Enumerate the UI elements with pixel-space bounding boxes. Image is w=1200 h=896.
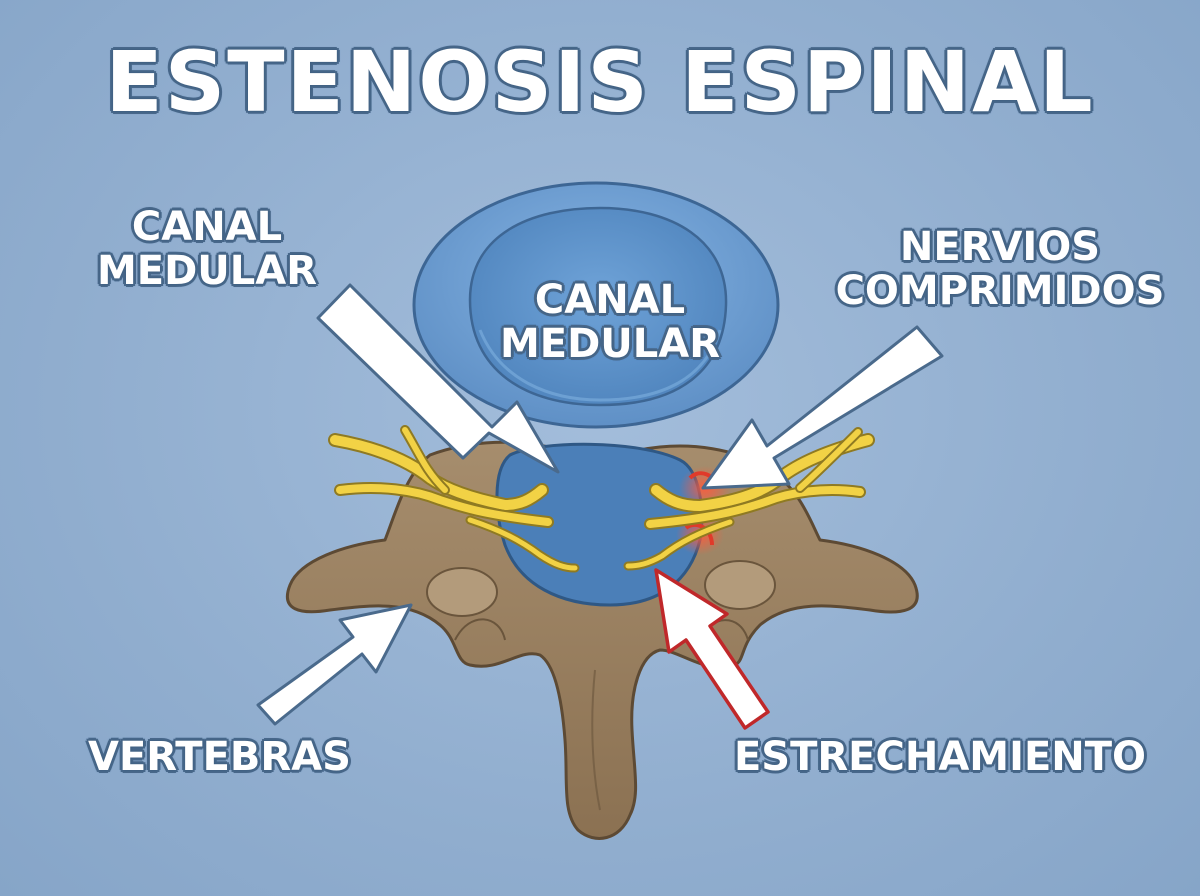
- label-line: CANAL: [131, 204, 283, 250]
- arrow-estrechamiento: [654, 568, 770, 730]
- vertebral-body: [412, 181, 780, 429]
- arrow-canal-medular: [316, 283, 560, 474]
- label-line: CANAL: [534, 277, 686, 323]
- label-canal-medular-center: CANAL MEDULAR: [485, 278, 735, 366]
- label-nervios-comprimidos: NERVIOS COMPRIMIDOS: [815, 225, 1185, 313]
- nerve-right: [623, 427, 875, 571]
- nerve-left: [328, 425, 580, 573]
- vertebral-arch: [286, 440, 919, 840]
- label-line: NERVIOS: [899, 224, 1101, 270]
- label-line: MEDULAR: [96, 248, 318, 294]
- label-canal-medular-left: CANAL MEDULAR: [82, 205, 332, 293]
- label-line: COMPRIMIDOS: [835, 268, 1165, 314]
- diagram-title: ESTENOSIS ESPINAL: [105, 33, 1095, 131]
- label-estrechamiento: ESTRECHAMIENTO: [733, 734, 1147, 780]
- arrow-vertebras: [256, 603, 413, 726]
- label-vertebras: VERTEBRAS: [88, 734, 351, 780]
- arrow-nervios-comprimidos: [701, 325, 944, 490]
- label-line: MEDULAR: [499, 321, 721, 367]
